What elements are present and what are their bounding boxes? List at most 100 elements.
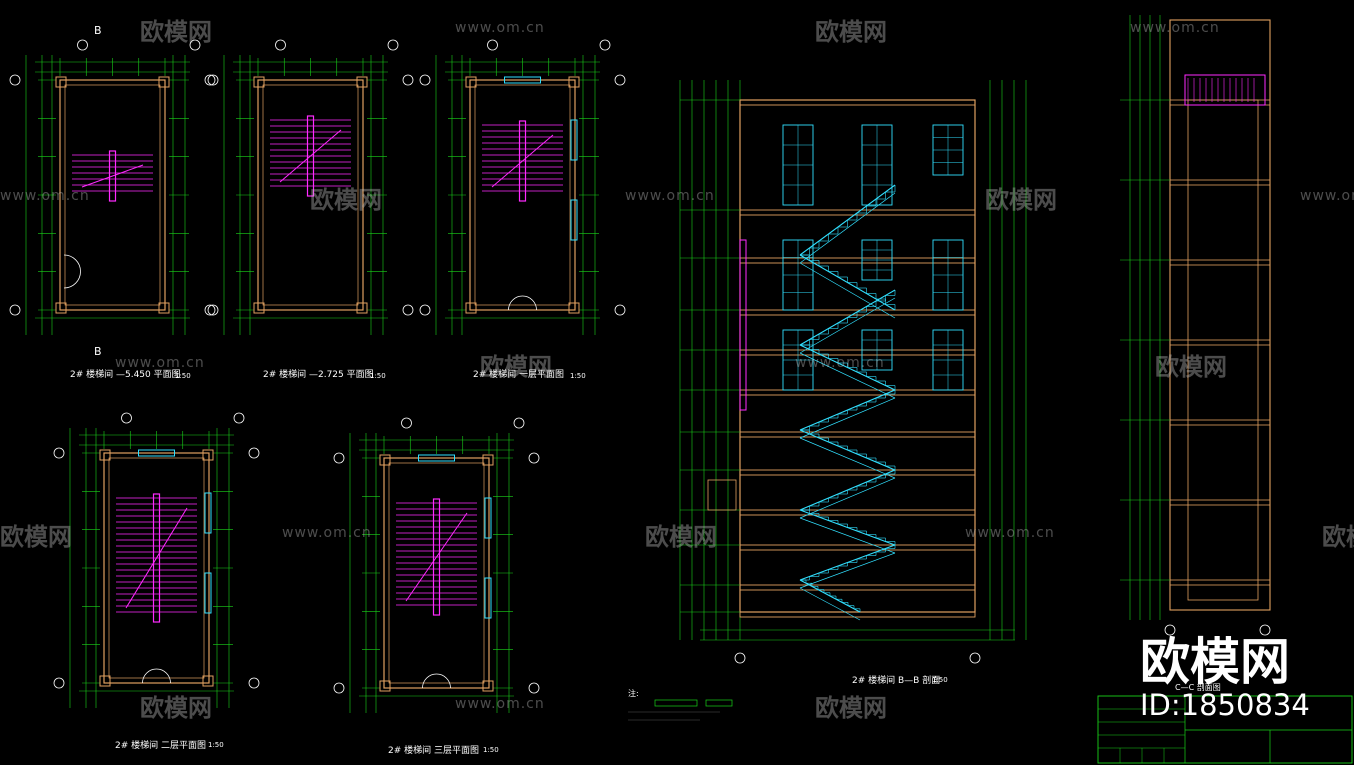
stair-plan bbox=[333, 417, 540, 713]
column bbox=[158, 76, 170, 88]
stair-handrail bbox=[152, 493, 161, 623]
model-id-label: ID:1850834 bbox=[1140, 688, 1310, 722]
axis-bubble bbox=[614, 304, 626, 316]
axis-bubble bbox=[333, 682, 345, 694]
watermark-brand-9: 欧模网 bbox=[1322, 523, 1354, 551]
window bbox=[418, 454, 455, 462]
column bbox=[99, 449, 111, 461]
column bbox=[55, 76, 67, 88]
scale-plan-e: 1:50 bbox=[483, 746, 499, 754]
axis-bubble bbox=[734, 652, 746, 664]
axis-bubble bbox=[419, 304, 431, 316]
floor-slab bbox=[739, 469, 976, 476]
watermark-url-6: www.om.cn bbox=[115, 355, 205, 371]
stair-plan bbox=[207, 39, 414, 335]
legend-swatch bbox=[654, 699, 698, 707]
floor-slab bbox=[739, 209, 976, 216]
watermark-brand-1: 欧模网 bbox=[140, 18, 212, 46]
window bbox=[570, 119, 578, 161]
column bbox=[356, 302, 368, 314]
stair-flight-underside bbox=[799, 437, 896, 479]
wall-outline bbox=[103, 452, 210, 684]
axis-bubble bbox=[77, 39, 88, 51]
column bbox=[465, 302, 477, 314]
wall-inner bbox=[388, 462, 485, 684]
axis-bubble bbox=[513, 417, 525, 429]
title-block-frame bbox=[1097, 695, 1353, 764]
window bbox=[484, 577, 492, 619]
column bbox=[55, 302, 67, 314]
column bbox=[465, 76, 477, 88]
notes-legend bbox=[628, 699, 733, 721]
wall-inner bbox=[108, 457, 205, 679]
column bbox=[356, 76, 368, 88]
watermark-url-9: www.om.cn bbox=[965, 525, 1055, 541]
stair-plan bbox=[9, 39, 216, 335]
watermark-url-3: www.om.cn bbox=[0, 188, 90, 204]
stair-plan bbox=[53, 412, 260, 708]
floor-slab bbox=[739, 509, 976, 516]
legend-swatch bbox=[705, 699, 733, 707]
watermark-brand-11: 欧模网 bbox=[815, 694, 887, 722]
scale-section-bb: 1:50 bbox=[932, 676, 948, 684]
scale-plan-b: 1:50 bbox=[370, 372, 386, 380]
floor-slab bbox=[739, 309, 976, 316]
section-cc-layer bbox=[1120, 15, 1271, 636]
watermark-url-1: www.om.cn bbox=[455, 20, 545, 36]
axis-bubble bbox=[401, 417, 412, 429]
axis-bubble bbox=[333, 452, 345, 464]
window bbox=[504, 76, 541, 84]
scale-plan-a: 1:50 bbox=[175, 372, 191, 380]
floor-slab bbox=[1169, 179, 1271, 186]
stair-direction-arrow bbox=[125, 507, 188, 609]
floor-slab bbox=[739, 584, 976, 591]
section-outline bbox=[1169, 19, 1271, 611]
notes-label: 注: bbox=[628, 689, 639, 698]
floor-slab bbox=[1169, 419, 1271, 426]
axis-bubble bbox=[204, 74, 216, 86]
column bbox=[158, 302, 170, 314]
axis-bubble bbox=[9, 304, 21, 316]
caption-section-bb: 2# 楼梯间 B—B 剖面 bbox=[852, 676, 941, 686]
axis-bubble bbox=[528, 452, 540, 464]
floor-slab bbox=[739, 544, 976, 551]
axis-bubble bbox=[207, 304, 219, 316]
floor-slab bbox=[739, 431, 976, 438]
watermark-url-8: www.om.cn bbox=[282, 525, 372, 541]
scale-plan-c: 1:50 bbox=[570, 372, 586, 380]
stair-flight-underside bbox=[799, 477, 896, 519]
watermark-url-7: www.om.cn bbox=[795, 355, 885, 371]
stair-direction-arrow bbox=[405, 512, 468, 602]
door-swing bbox=[156, 668, 171, 684]
stair-flight-underside bbox=[799, 587, 861, 621]
caption-plan-c: 2# 楼梯间 一层平面图 bbox=[473, 370, 564, 380]
stair-flight-underside bbox=[799, 397, 896, 439]
wall-outline bbox=[383, 457, 490, 689]
axis-bubble bbox=[599, 39, 611, 51]
axis-bubble bbox=[487, 39, 498, 51]
watermark-brand-6: 欧模网 bbox=[1155, 353, 1227, 381]
door-swing bbox=[436, 673, 451, 689]
axis-bubble bbox=[1164, 624, 1176, 636]
axis-bubble bbox=[614, 74, 626, 86]
section-bb-layer bbox=[679, 80, 1027, 664]
axis-bubble bbox=[419, 74, 431, 86]
stair-direction-arrow bbox=[491, 134, 554, 188]
stair-flight-underside bbox=[799, 552, 896, 589]
axis-bubble bbox=[53, 447, 65, 459]
axis-bubble bbox=[189, 39, 201, 51]
caption-plan-d: 2# 楼梯间 二层平面图 bbox=[115, 741, 206, 751]
column bbox=[253, 76, 265, 88]
floor-slab bbox=[1169, 259, 1271, 266]
section-marker-top: B bbox=[94, 24, 102, 37]
axis-bubble bbox=[121, 412, 132, 424]
floor-slab bbox=[739, 257, 976, 264]
wall-outline bbox=[469, 79, 576, 311]
watermark-url-5: www.om.cn bbox=[1300, 188, 1354, 204]
window bbox=[138, 449, 175, 457]
plan-layer bbox=[9, 39, 626, 713]
window bbox=[204, 572, 212, 614]
door-swing bbox=[422, 673, 437, 689]
watermark-url-2: www.om.cn bbox=[1130, 20, 1220, 36]
